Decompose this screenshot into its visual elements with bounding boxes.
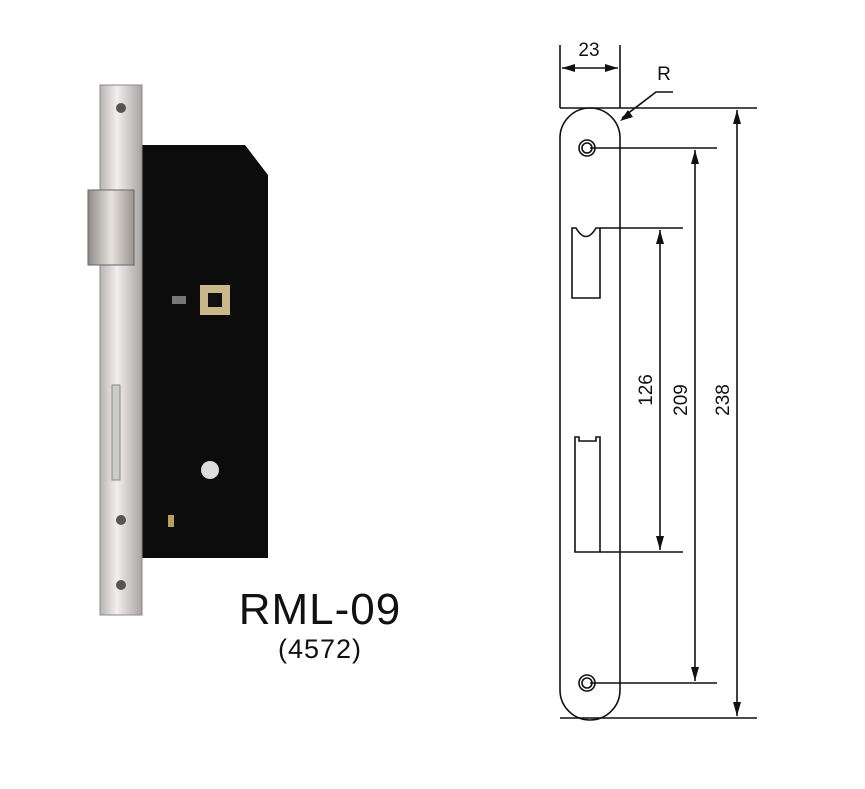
model-name: RML-09 — [238, 585, 402, 634]
width-dimension-label: 23 — [578, 40, 599, 61]
bolt-cutout — [574, 436, 601, 553]
dimension-label-238: 238 — [713, 384, 734, 416]
faceplate-screw-hole — [116, 103, 126, 113]
faceplate-screw-hole — [116, 515, 126, 525]
mortise-lock-photo — [87, 84, 268, 616]
faceplate-outline — [559, 107, 621, 721]
spindle-square — [208, 293, 222, 307]
dimension-label-209: 209 — [671, 384, 692, 416]
faceplate — [99, 84, 143, 616]
latch-cutout — [571, 227, 601, 299]
model-code: (4572) — [277, 634, 363, 664]
dimension-arrows — [562, 64, 741, 716]
deadbolt-slot — [111, 384, 121, 481]
latch-bolt — [87, 189, 135, 266]
technical-drawing — [559, 45, 757, 721]
faceplate-screw-hole — [116, 580, 126, 590]
radius-label: R — [657, 64, 671, 85]
cylinder-hole — [201, 461, 219, 479]
lock-body — [140, 145, 268, 558]
dimension-label-126: 126 — [636, 374, 657, 406]
